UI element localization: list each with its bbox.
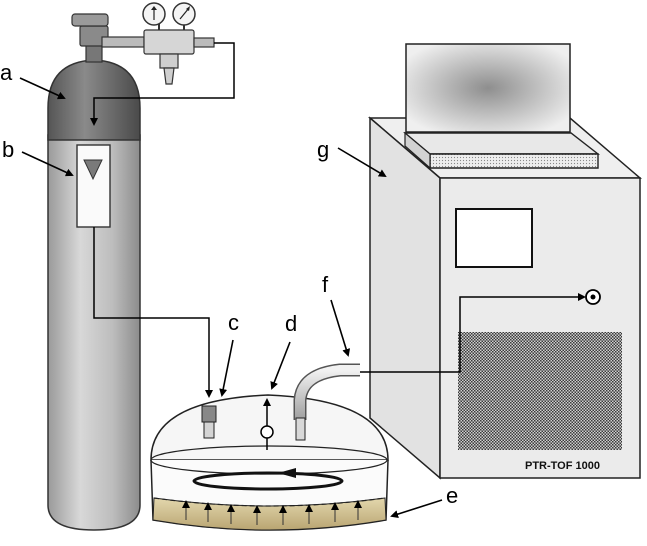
flowmeter [76, 144, 111, 228]
incubation-chamber [150, 394, 389, 531]
vent-port [260, 398, 274, 450]
emission-arrows [182, 500, 362, 525]
gas-cylinder [47, 13, 141, 531]
inlet-port [201, 405, 217, 439]
gas-line [93, 227, 213, 398]
label-a: a [0, 60, 13, 85]
label-pointers [19, 77, 443, 518]
pressure-gauge-icon [142, 2, 166, 26]
label-c: c [228, 310, 239, 335]
label-d: d [285, 311, 297, 336]
instrument-inlet-icon [585, 289, 601, 305]
label-g: g [317, 137, 329, 162]
gas-line [90, 42, 235, 126]
sampling-tube [293, 363, 360, 441]
ptr-tof-instrument: PTR-TOF 1000 [367, 116, 643, 480]
display-window [455, 208, 533, 268]
pressure-regulator [101, 2, 215, 85]
label-f: f [322, 272, 329, 297]
vent-grille [458, 332, 622, 450]
label-e: e [446, 483, 458, 508]
label-b: b [2, 137, 14, 162]
sampling-line [360, 293, 586, 373]
laptop [403, 43, 601, 170]
instrument-name: PTR-TOF 1000 [525, 460, 600, 472]
pressure-gauge-icon [172, 2, 196, 26]
rotation-arrow-icon [192, 468, 344, 491]
